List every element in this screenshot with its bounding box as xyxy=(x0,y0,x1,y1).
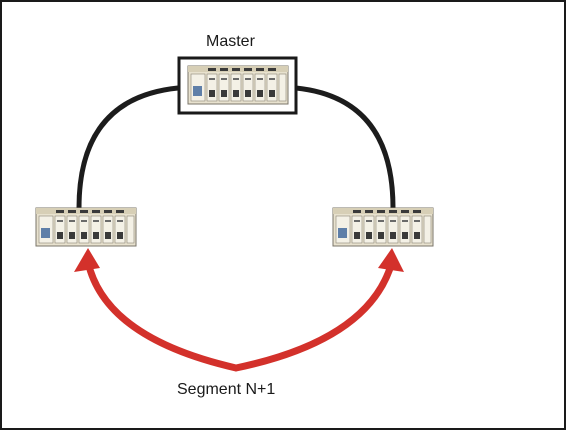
segment-arrow xyxy=(84,261,396,372)
right-switch-icon xyxy=(332,207,434,247)
master-label: Master xyxy=(206,33,255,50)
segment-label: Segment N+1 xyxy=(177,381,276,398)
ring-link-left xyxy=(76,85,179,209)
ring-link-right xyxy=(295,85,396,209)
master-switch-icon xyxy=(187,65,289,105)
left-switch-icon xyxy=(35,207,137,247)
arrowhead-right-icon xyxy=(378,248,404,272)
arrowhead-left-icon xyxy=(74,248,100,272)
